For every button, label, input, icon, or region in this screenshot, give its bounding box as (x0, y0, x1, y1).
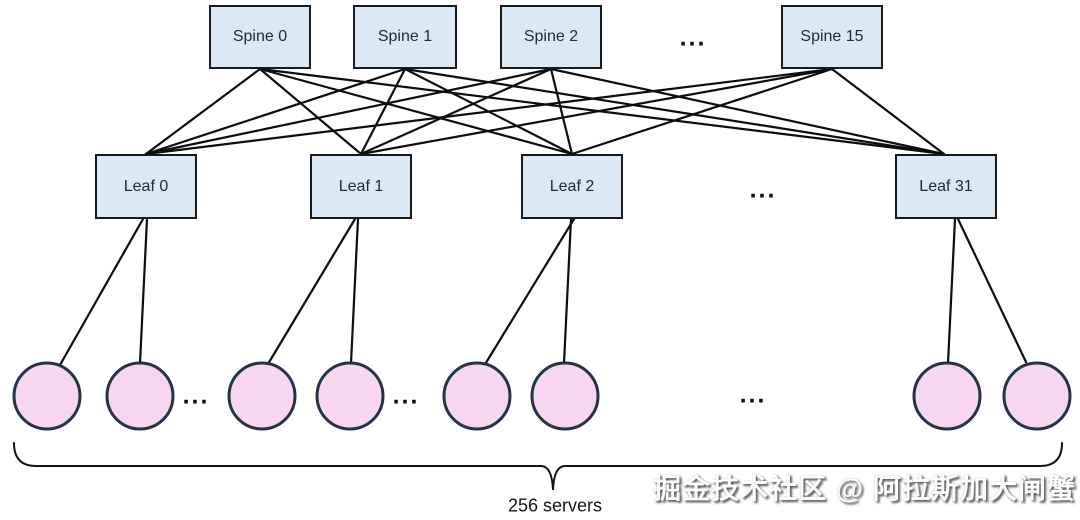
leaf-server-link (349, 217, 360, 365)
server-node (442, 361, 512, 431)
server-node (315, 361, 385, 431)
servers-count-label: 256 servers (507, 495, 603, 516)
server-node (912, 361, 982, 431)
spine-leaf-link (403, 67, 946, 156)
server-row-ellipsis: ... (182, 381, 210, 410)
server-nodes (12, 361, 1072, 431)
leaf-node-0: Leaf 0 (95, 154, 197, 219)
spine-leaf-link (144, 67, 834, 156)
server-row-ellipsis: ... (392, 381, 420, 410)
leaf-node-2: Leaf 2 (521, 154, 623, 219)
leaf-server-link (956, 217, 1028, 364)
spine-node-2: Spine 2 (500, 5, 602, 69)
server-node (105, 361, 175, 431)
spine-node-1: Spine 1 (353, 5, 457, 69)
spine-row-ellipsis: ... (679, 23, 707, 52)
leaf-server-link (58, 217, 145, 367)
leaf-server-links (58, 217, 1028, 368)
spine-leaf-link (144, 67, 407, 156)
spine-leaf-link (144, 67, 262, 156)
spine-leaf-link (359, 67, 553, 156)
spine-node-0: Spine 0 (209, 5, 311, 69)
spine-leaf-link (570, 67, 834, 156)
spine-node-15: Spine 15 (781, 5, 883, 69)
spine-leaf-links (144, 67, 946, 156)
spine-leaf-link (549, 67, 946, 156)
leaf-server-link (482, 217, 576, 368)
spine-leaf-link (258, 67, 574, 156)
leaf-node-31: Leaf 31 (895, 154, 997, 219)
leaf-row-ellipsis: ... (749, 175, 777, 204)
spine-leaf-link (359, 67, 834, 156)
server-node (530, 361, 600, 431)
spine-leaf-link (830, 67, 946, 156)
leaf-server-link (946, 217, 957, 365)
spine-leaf-link (549, 67, 574, 156)
leaf-server-link (562, 217, 573, 365)
leaf-node-1: Leaf 1 (310, 154, 412, 219)
leaf-server-link (138, 217, 149, 365)
servers-brace (13, 442, 1063, 491)
spine-leaf-link (359, 67, 407, 156)
leaf-server-link (266, 217, 357, 366)
spine-leaf-link (258, 67, 363, 156)
server-row-ellipsis: ... (739, 380, 767, 409)
server-node (227, 361, 297, 431)
server-node (1002, 361, 1072, 431)
watermark: 掘金技术社区 @ 阿拉斯加大闸蟹 (653, 473, 1076, 504)
spine-leaf-link (144, 67, 553, 156)
server-node (12, 361, 82, 431)
